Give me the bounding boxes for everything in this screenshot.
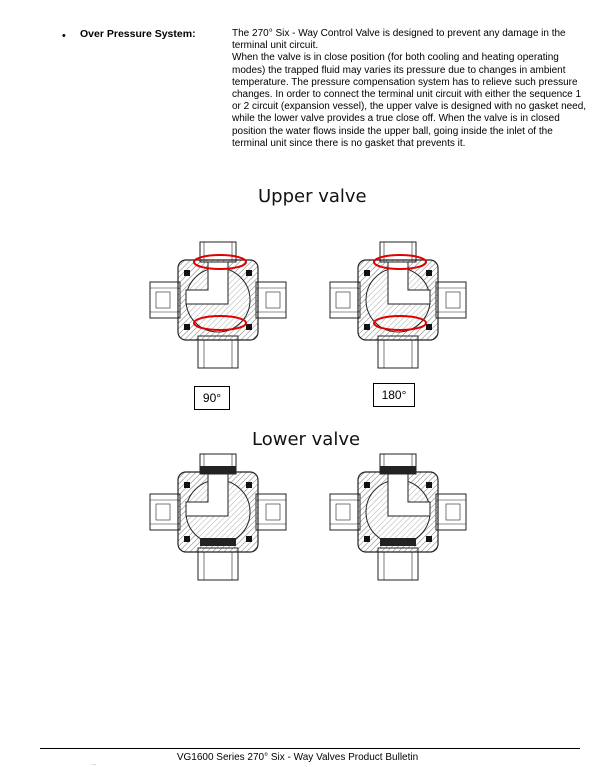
- lower-seal-highlight: [373, 315, 427, 331]
- angle-label-180: 180°: [373, 383, 415, 407]
- bullet-label: Over Pressure System:: [80, 28, 196, 40]
- lower-valve-90-drawing: [149, 453, 287, 581]
- lower-valve-180-drawing: [329, 453, 467, 581]
- footer-divider: [40, 748, 580, 749]
- paragraph-intro: The 270° Six - Way Control Valve is desi…: [232, 28, 566, 52]
- bullet-icon: •: [62, 30, 66, 42]
- upper-valve-180-drawing: [329, 241, 467, 369]
- upper-valve-title: Upper valve: [258, 186, 367, 207]
- lower-valve-title: Lower valve: [252, 429, 361, 450]
- bullet-body: The 270° Six - Way Control Valve is desi…: [232, 28, 588, 150]
- paragraph-detail: When the valve is in close position (for…: [232, 52, 587, 149]
- upper-valve-90-drawing: [149, 241, 287, 369]
- lower-seal-highlight: [193, 315, 247, 331]
- upper-seal-highlight: [373, 254, 427, 270]
- angle-label-90: 90°: [194, 386, 230, 410]
- footer-mark: ...: [92, 761, 97, 767]
- footer-title: VG1600 Series 270° Six - Way Valves Prod…: [176, 752, 419, 763]
- upper-seal-highlight: [193, 254, 247, 270]
